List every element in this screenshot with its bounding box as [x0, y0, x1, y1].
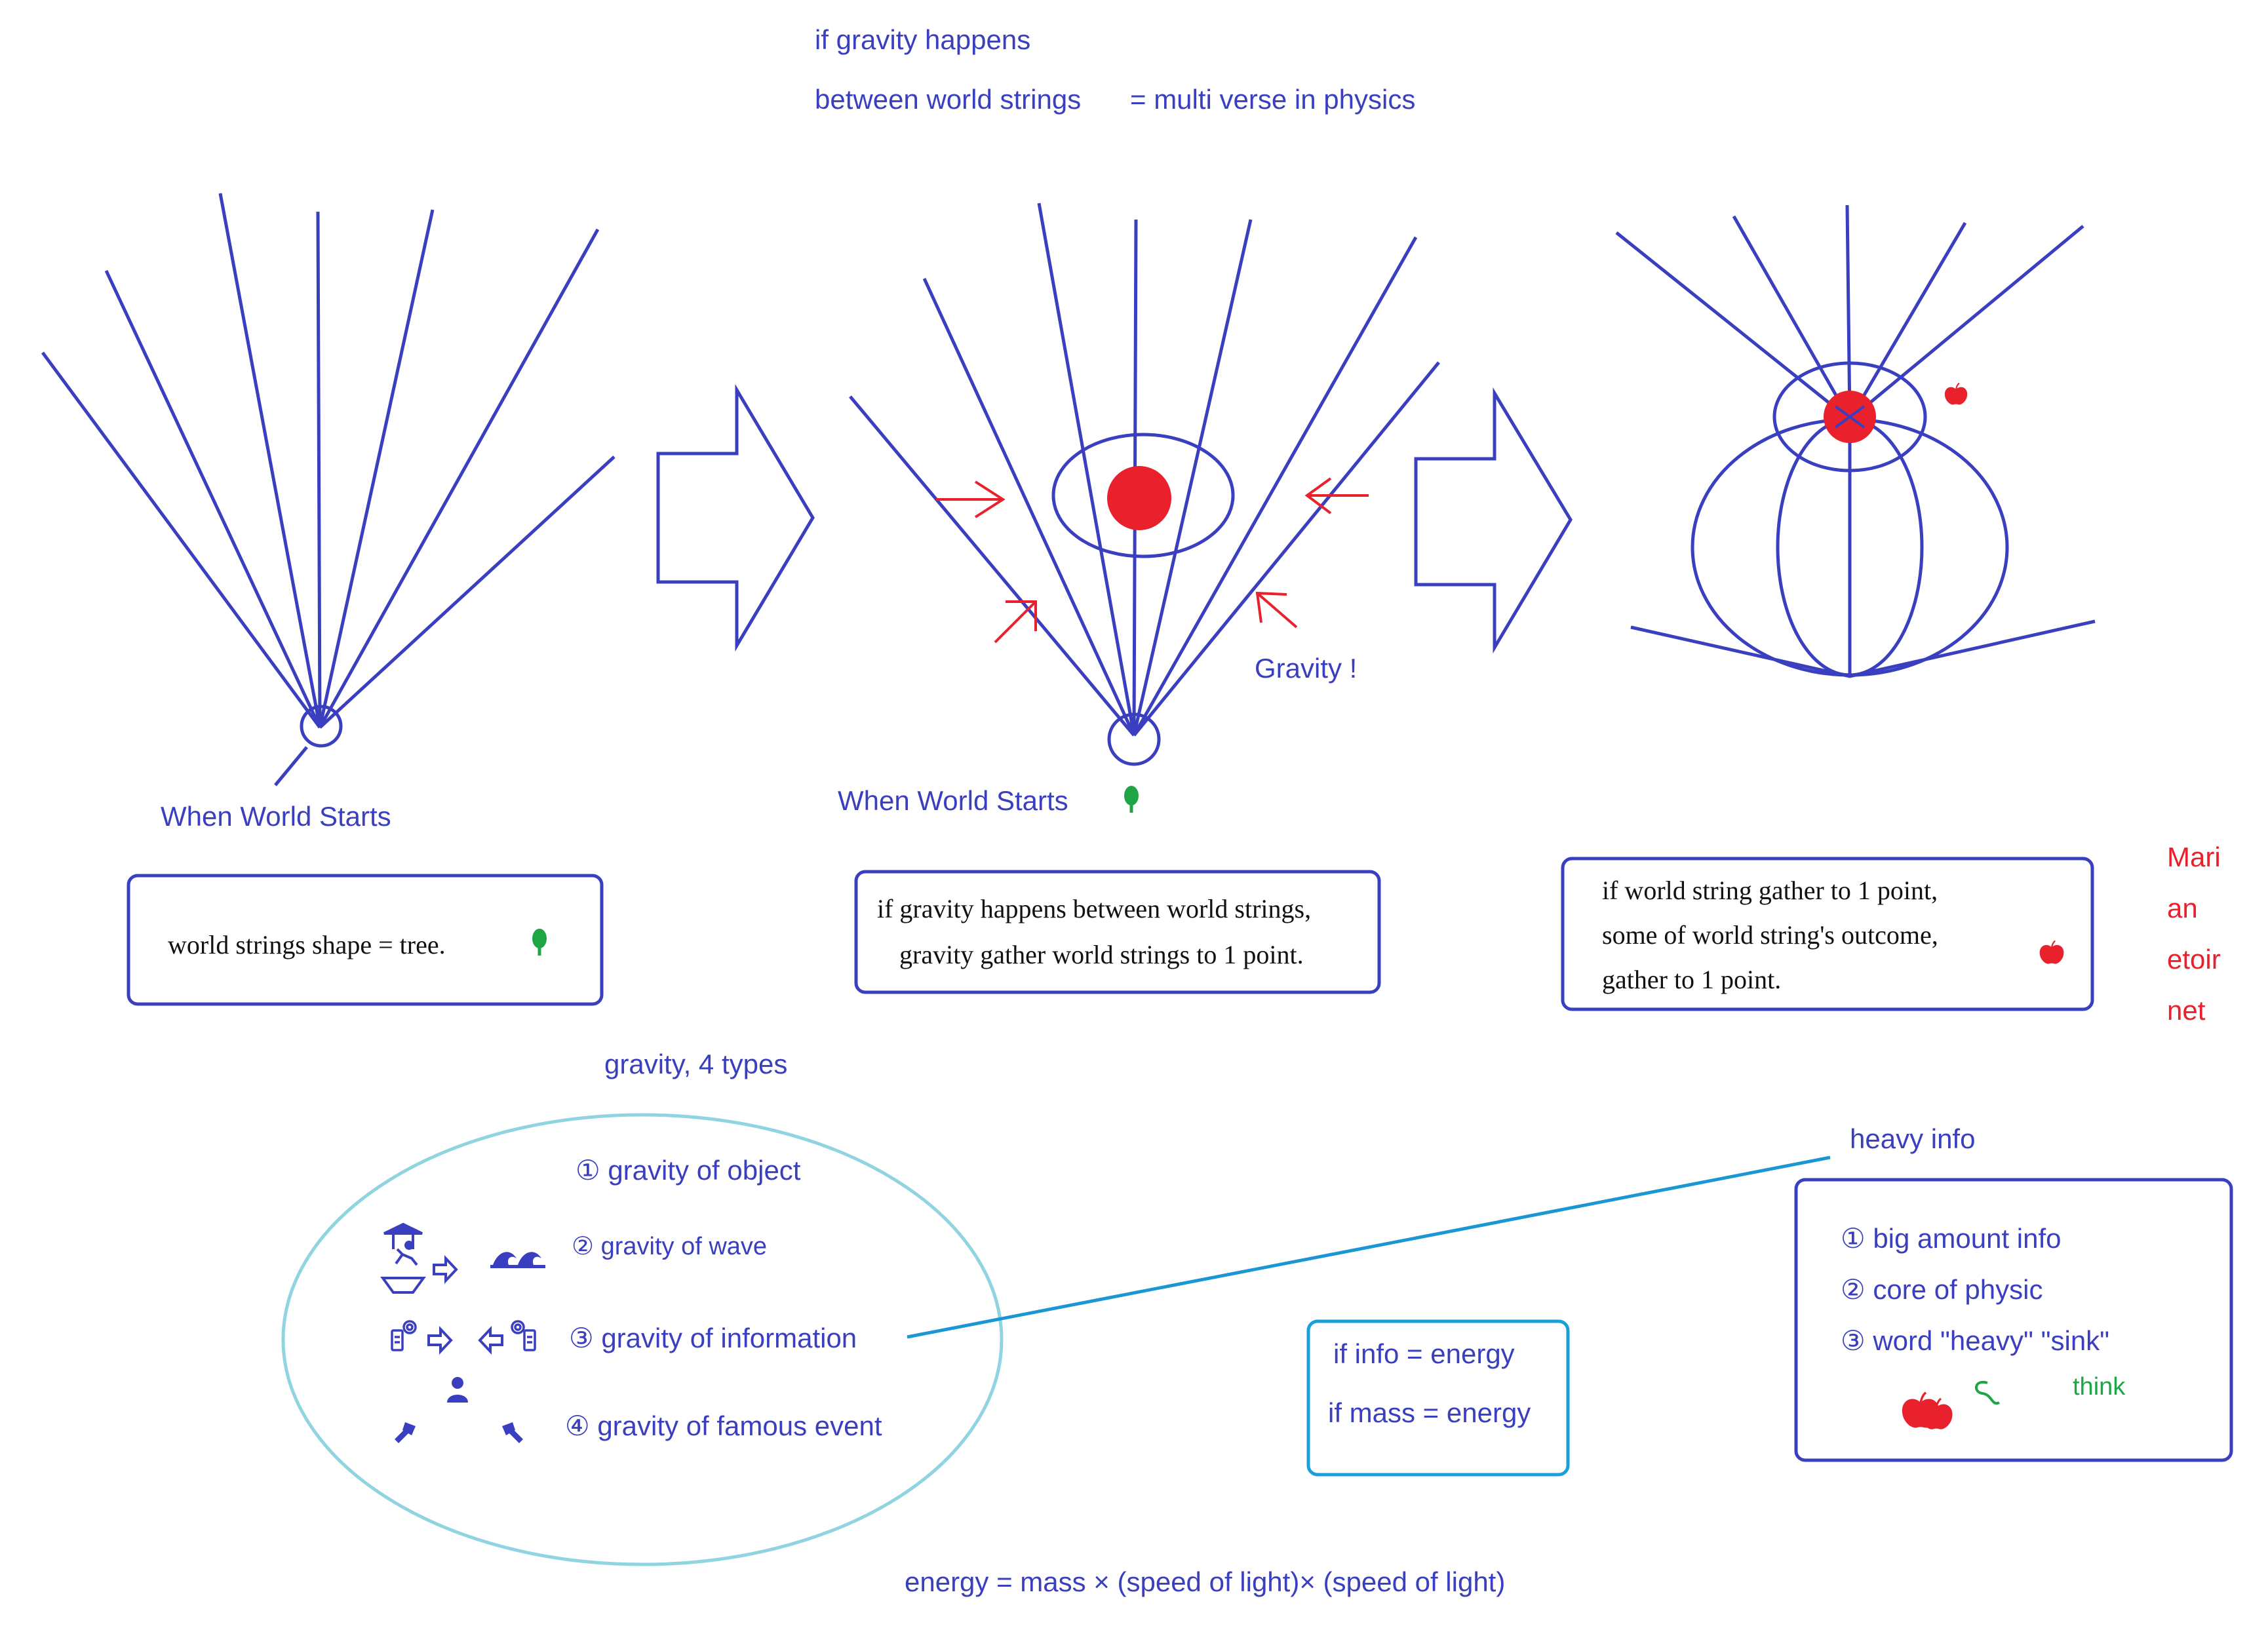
arrow-right-1 — [656, 383, 815, 652]
panel-3-box-line-2: some of world string's outcome, — [1602, 920, 1938, 950]
apple-icon — [2039, 940, 2065, 965]
panel-3-box-line-1: if world string gather to 1 point, — [1602, 876, 1938, 905]
info-connector-line — [907, 1155, 1831, 1339]
panel-3-box — [1561, 857, 2094, 1011]
types-item-4: ④ gravity of famous event — [565, 1410, 882, 1441]
gravity-label: Gravity ! — [1255, 653, 1357, 684]
wave-icon — [490, 1252, 545, 1268]
runner-icon — [380, 1222, 426, 1294]
panel-3-gathered-strings — [1615, 204, 2096, 678]
header-line-2: between world strings — [815, 84, 1081, 115]
panel-1-box-text: world strings shape = tree. — [168, 930, 446, 959]
heavy-info-think: think — [2073, 1373, 2126, 1401]
types-item-3: ③ gravity of information — [569, 1323, 857, 1353]
energy-box — [1306, 1319, 1570, 1477]
energy-box-line-2: if mass = energy — [1328, 1397, 1531, 1428]
side-text-2: an — [2167, 893, 2198, 923]
panel-1-box — [127, 874, 604, 1006]
flashlight-icon — [395, 1422, 416, 1443]
panel-2-box-line-1: if gravity happens between world strings… — [877, 894, 1311, 923]
apple-icon — [1944, 382, 1968, 406]
phone-icon — [511, 1320, 536, 1351]
gathered-point-cross — [1834, 405, 1866, 429]
heavy-info-item-2: ② core of physic — [1841, 1274, 2043, 1305]
side-text-1: Mari — [2167, 842, 2221, 872]
person-icon — [447, 1377, 468, 1403]
panel-2-box — [854, 870, 1381, 994]
heavy-info-title: heavy info — [1850, 1123, 1975, 1154]
tree-icon — [532, 929, 547, 956]
types-title: gravity, 4 types — [604, 1049, 787, 1079]
gravity-arrow-lower-right — [1255, 591, 1298, 629]
arrow-right-2 — [1414, 387, 1573, 654]
panel-2-label: When World Starts — [838, 785, 1068, 816]
panel-2-box-line-2: gravity gather world strings to 1 point. — [899, 940, 1304, 969]
worm-icon — [1975, 1380, 2000, 1405]
types-item-2: ② gravity of wave — [572, 1233, 767, 1260]
types-item-1: ① gravity of object — [576, 1155, 801, 1186]
heavy-info-box — [1794, 1178, 2233, 1462]
header-line-2-equation: = multi verse in physics — [1130, 84, 1415, 115]
side-text-3: etoir — [2167, 944, 2221, 975]
types-ellipse — [281, 1113, 1004, 1566]
panel-1-fan — [41, 193, 616, 786]
panel-1-label: When World Starts — [161, 801, 391, 832]
gravity-arrows — [936, 477, 1369, 644]
tree-icon — [1124, 786, 1139, 813]
heavy-info-item-1: ① big amount info — [1841, 1223, 2062, 1254]
energy-formula: energy = mass × (speed of light)× (speed… — [905, 1566, 1505, 1597]
arrow-right-small-icon — [427, 1325, 453, 1355]
gravity-center-dot — [1107, 466, 1171, 530]
phone-icon — [391, 1320, 417, 1351]
arrow-left-small-icon — [478, 1325, 503, 1355]
arrow-right-small-icon — [433, 1254, 458, 1285]
header-line-1: if gravity happens — [815, 24, 1030, 55]
apple-icon — [1901, 1391, 1953, 1430]
heavy-info-item-3: ③ word "heavy" "sink" — [1841, 1325, 2109, 1356]
flashlight-icon — [502, 1422, 523, 1443]
side-text-4: net — [2167, 995, 2206, 1026]
gravity-arrow-right — [1304, 477, 1369, 514]
panel-3-box-line-3: gather to 1 point. — [1602, 965, 1781, 994]
gravity-arrow-left — [936, 480, 1006, 518]
gravity-arrow-lower-left — [994, 600, 1037, 644]
energy-box-line-1: if info = energy — [1333, 1338, 1515, 1369]
